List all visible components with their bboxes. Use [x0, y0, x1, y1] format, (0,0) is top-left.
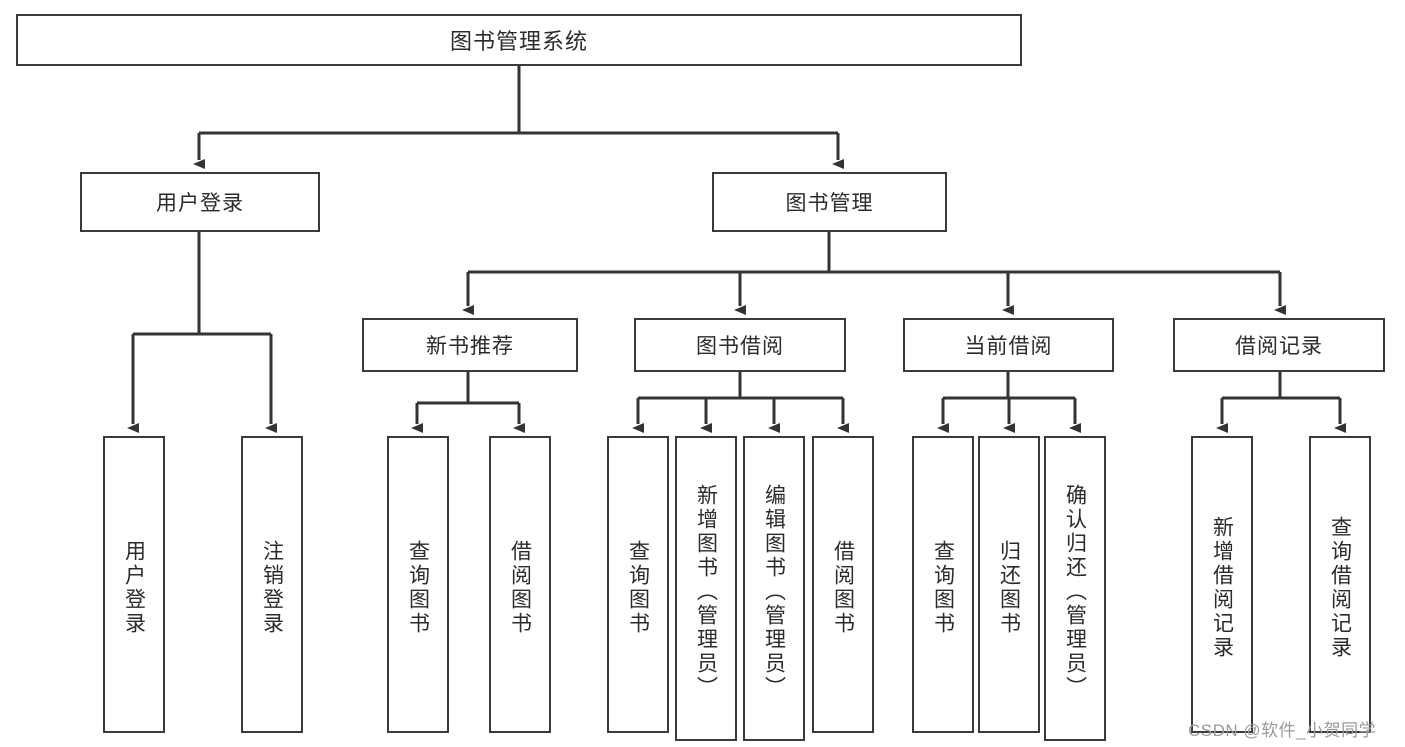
node-book-management[interactable]: 图书管理 — [712, 172, 947, 232]
node-current-borrow[interactable]: 当前借阅 — [903, 318, 1114, 372]
leaf-current-return-book[interactable]: 归还图书 — [978, 436, 1040, 733]
leaf-borrow-borrow-book[interactable]: 借阅图书 — [812, 436, 874, 733]
leaf-record-query-record[interactable]: 查询借阅记录 — [1309, 436, 1371, 733]
node-user-login[interactable]: 用户登录 — [80, 172, 320, 232]
node-new-book-recommend[interactable]: 新书推荐 — [362, 318, 578, 372]
leaf-borrow-add-book-admin[interactable]: 新增图书（管理员） — [675, 436, 737, 741]
leaf-recommend-query-book[interactable]: 查询图书 — [387, 436, 449, 733]
leaf-record-add-record[interactable]: 新增借阅记录 — [1191, 436, 1253, 733]
leaf-user-login-logout[interactable]: 注销登录 — [241, 436, 303, 733]
leaf-current-confirm-return-admin[interactable]: 确认归还（管理员） — [1044, 436, 1106, 741]
leaf-user-login-login[interactable]: 用户登录 — [103, 436, 165, 733]
node-root-system[interactable]: 图书管理系统 — [16, 14, 1022, 66]
leaf-current-query-book[interactable]: 查询图书 — [912, 436, 974, 733]
leaf-borrow-edit-book-admin[interactable]: 编辑图书（管理员） — [743, 436, 805, 741]
leaf-borrow-query-book[interactable]: 查询图书 — [607, 436, 669, 733]
node-book-borrow[interactable]: 图书借阅 — [634, 318, 846, 372]
node-borrow-record[interactable]: 借阅记录 — [1173, 318, 1385, 372]
leaf-recommend-borrow-book[interactable]: 借阅图书 — [489, 436, 551, 733]
csdn-watermark: CSDN @软件_小贺同学 — [1188, 721, 1377, 740]
